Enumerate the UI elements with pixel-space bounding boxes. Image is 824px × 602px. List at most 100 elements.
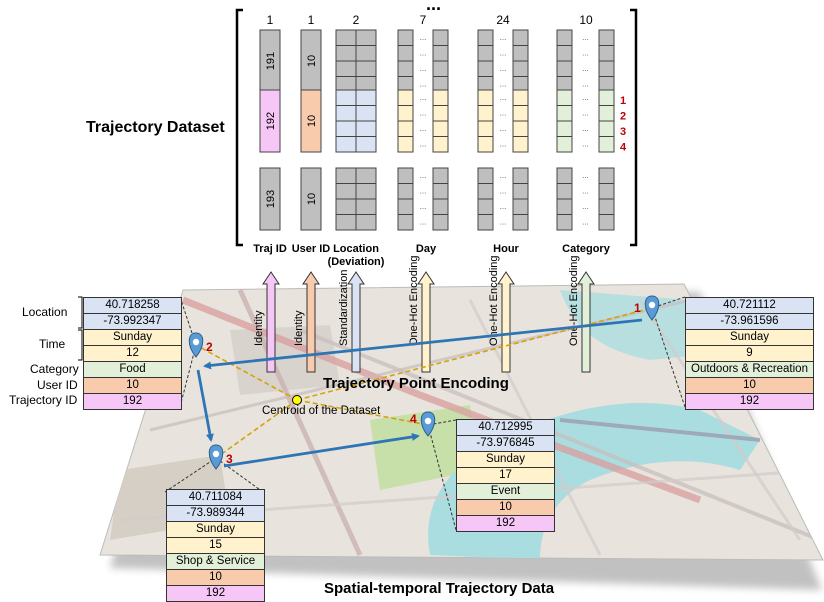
centroid-dot [292,395,302,405]
encoding-label: Identity [253,310,265,346]
pin-icon [420,411,436,437]
cell [512,45,529,62]
cell [598,183,615,200]
spatial-title: Spatial-temporal Trajectory Data [324,580,555,597]
ellipsis: ... [500,202,507,211]
cell [512,136,529,153]
day: Sunday [167,522,264,538]
ellipsis: ... [500,64,507,73]
encoding-label: One-Hot Encoding [568,256,580,347]
field-label-trajectory-id: Trajectory ID [9,393,78,407]
cell [259,167,281,231]
cell [556,167,573,184]
cell [556,89,573,106]
column-count: 2 [353,13,360,27]
column-count: 1 [267,13,274,27]
cell [397,29,414,46]
longitude: -73.961596 [686,314,813,330]
day: Sunday [686,330,813,346]
cell [355,214,377,231]
field-label-category: Category [30,362,79,376]
latitude: 40.711084 [167,490,264,506]
ellipsis: ... [582,109,589,118]
pin-number-4: 4 [410,412,417,426]
column-label: User ID [292,243,331,255]
dataset-title: Trajectory Dataset [86,119,225,136]
ellipsis: ... [500,33,507,42]
ellipsis: ... [420,109,427,118]
cell [432,45,449,62]
trajectory-id: 192 [84,394,181,409]
centroid-lines [195,307,653,459]
cell [397,198,414,215]
ellipsis: ... [420,33,427,42]
cell [300,167,322,231]
column-label: Category [562,243,611,255]
encoding-arrow [347,271,365,373]
cell [335,60,357,77]
field-label-time: Time [39,337,66,351]
cell [512,183,529,200]
cell [355,120,377,137]
pin-number-3: 3 [226,452,233,466]
cell [355,45,377,62]
column-count: 7 [420,13,427,27]
ellipsis: ... [582,218,589,227]
ellipsis: ... [582,202,589,211]
ellipsis: ... [500,140,507,149]
hour: 12 [84,346,181,362]
cell [512,120,529,137]
cell [477,29,494,46]
cell [477,167,494,184]
column-count: 24 [496,13,510,27]
cell [477,45,494,62]
cell [477,105,494,122]
cell [397,167,414,184]
ellipsis: ... [500,93,507,102]
cell [598,167,615,184]
cell [598,45,615,62]
cell [355,136,377,153]
column-label: (Deviation) [328,256,385,268]
cell [397,120,414,137]
ellipsis: ... [420,49,427,58]
ellipsis: ... [500,49,507,58]
column-count: 10 [579,13,593,27]
user-id: 10 [457,500,554,516]
cell [397,136,414,153]
user-id-value: 10 [306,55,318,67]
ellipsis: ... [500,124,507,133]
hour: 17 [457,468,554,484]
cell [477,198,494,215]
user-id: 10 [84,378,181,394]
user-id: 10 [167,570,264,586]
ellipsis: ... [582,49,589,58]
cell [598,120,615,137]
encoding-arrow [577,271,595,373]
ellipsis: ... [500,171,507,180]
cell [432,120,449,137]
cell [598,89,615,106]
ellipsis: ... [420,171,427,180]
record-point-1: 40.721112 -73.961596 Sunday 9 Outdoors &… [685,297,814,410]
cell [397,60,414,77]
cell [598,60,615,77]
cell [598,29,615,46]
cell [432,167,449,184]
cell [556,136,573,153]
column-count: 1 [308,13,315,27]
ellipsis: ... [500,187,507,196]
cell [397,214,414,231]
longitude: -73.976845 [457,436,554,452]
cell [512,167,529,184]
day: Sunday [84,330,181,346]
cell [355,60,377,77]
cell [397,89,414,106]
trajectory-id: 192 [686,394,813,409]
encoding-label: One-Hot Encoding [488,256,500,347]
ellipsis: ... [582,140,589,149]
map-pins [188,295,660,470]
trajectory-route [196,318,643,468]
